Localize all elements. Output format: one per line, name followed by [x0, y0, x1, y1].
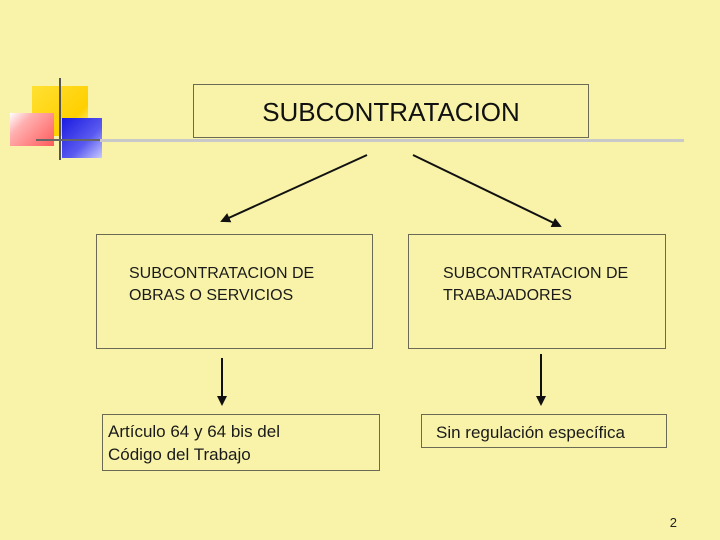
page-number: 2 [670, 515, 677, 530]
arrow-root-to-right [413, 155, 560, 226]
arrow-root-to-left [222, 155, 367, 221]
